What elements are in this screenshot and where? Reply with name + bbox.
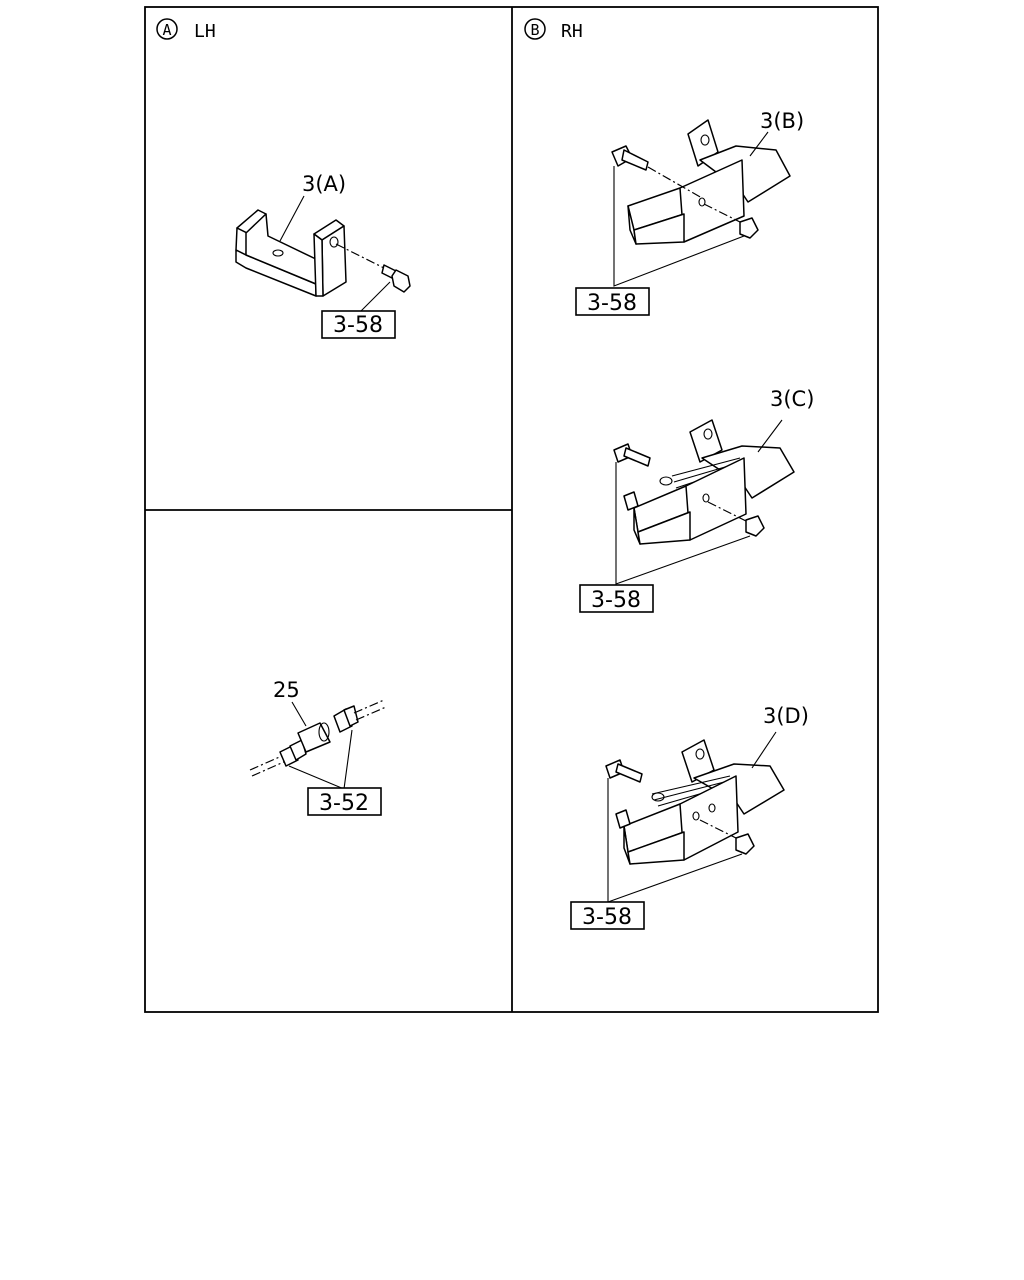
leader-rh-c-bolt xyxy=(615,462,751,585)
leader-3a xyxy=(279,195,305,242)
leader-lh-bolt xyxy=(359,281,391,313)
ref-rh-b-bolt: 3-58 xyxy=(587,291,637,316)
ref-box-rh-c-bolt: 3-58 xyxy=(579,584,654,613)
panel-b-header: B RH xyxy=(524,18,583,42)
ref-box-rh-d-bolt: 3-58 xyxy=(570,901,645,930)
leader-rh-b-bolt xyxy=(613,166,745,287)
bracket-3d-drawing xyxy=(605,739,785,865)
callout-3b: 3(B) xyxy=(760,109,804,133)
bracket-3a-drawing xyxy=(235,209,411,297)
callout-3a: 3(A) xyxy=(302,172,346,196)
bracket-3c-drawing xyxy=(613,419,795,545)
ref-box-rh-b-bolt: 3-58 xyxy=(575,287,650,316)
panel-b-marker: B xyxy=(530,21,539,39)
leader-3d xyxy=(751,731,777,769)
ref-rh-c-bolt: 3-58 xyxy=(591,588,641,613)
panel-a-marker-circle xyxy=(156,18,178,40)
leader-3c xyxy=(757,419,783,453)
panel-a-title: LH xyxy=(194,21,216,42)
callout-3d: 3(D) xyxy=(763,704,809,728)
ref-rh-d-bolt: 3-58 xyxy=(582,905,632,930)
hose-joint-drawing xyxy=(249,699,387,777)
leader-3b xyxy=(749,131,769,157)
panel-b-title: RH xyxy=(561,21,583,42)
panel-a-marker: A xyxy=(162,21,171,39)
ref-lh-bolt: 3-58 xyxy=(333,313,383,338)
ref-box-hose-joint: 3-52 xyxy=(307,787,382,816)
ref-hose-joint: 3-52 xyxy=(319,791,369,816)
callout-25: 25 xyxy=(273,678,300,702)
panel-a-header: A LH xyxy=(156,18,216,42)
leader-25 xyxy=(291,701,307,727)
ref-box-lh-bolt: 3-58 xyxy=(321,310,396,339)
callout-3c: 3(C) xyxy=(770,387,814,411)
bracket-3b-drawing xyxy=(611,119,791,245)
panel-b-marker-circle xyxy=(524,18,546,40)
